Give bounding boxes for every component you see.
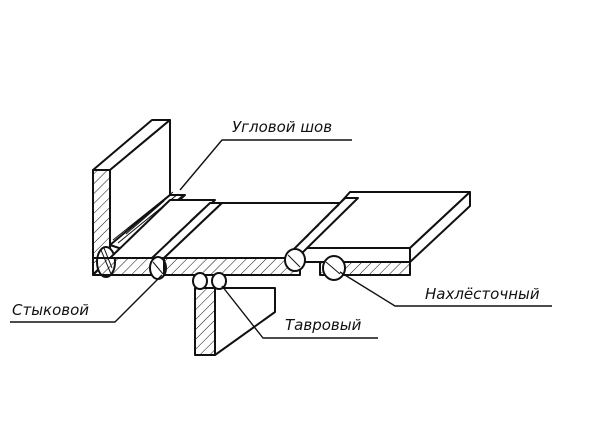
base-plate-left: [92, 199, 216, 276]
label-butt-weld: Стыковой: [12, 301, 89, 319]
vertical-plate: [92, 119, 171, 276]
leader-tee: [221, 285, 378, 339]
leader-lap: [339, 271, 552, 307]
leader-corner: [179, 139, 352, 191]
tee-plate: [192, 272, 276, 356]
leader-lines: [10, 139, 552, 339]
lap-weld-bead: [284, 196, 359, 281]
label-tee-weld: Тавровый: [285, 316, 362, 334]
leader-butt: [10, 274, 163, 323]
label-corner-weld: Угловой шов: [232, 118, 332, 136]
label-lap-weld: Нахлёсточный: [425, 285, 540, 303]
